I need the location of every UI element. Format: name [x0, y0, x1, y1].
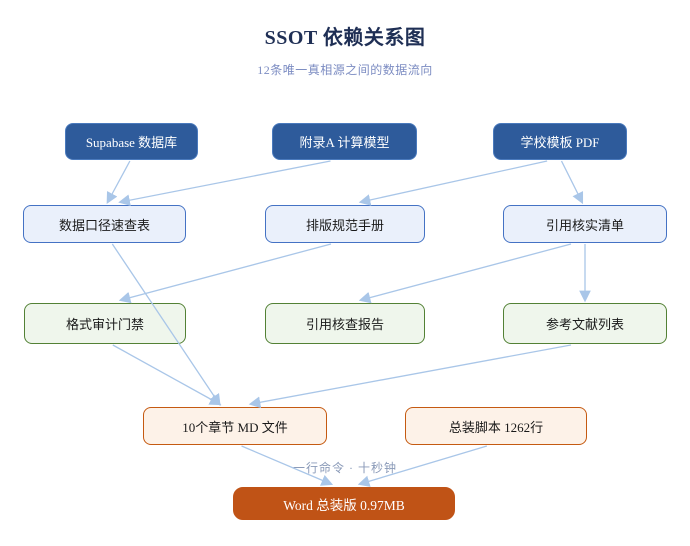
- edge-citation-verify-list-to-citation-check-report: [358, 243, 572, 304]
- page-title: SSOT 依赖关系图: [264, 27, 426, 49]
- edge-school-template-pdf-to-citation-verify-list: [560, 160, 584, 205]
- node-school-template-pdf: 学校模板 PDF: [493, 123, 627, 160]
- page-subtitle: 12条唯一真相源之间的数据流向: [257, 63, 433, 77]
- edge-appendix-a-model-to-data-caliber-sheet: [118, 160, 331, 206]
- node-supabase-db: Supabase 数据库: [65, 123, 198, 160]
- node-chapter-md-files: 10个章节 MD 文件: [143, 407, 327, 445]
- edge-format-audit-gate-to-chapter-md-files: [112, 344, 222, 406]
- node-reference-list: 参考文献列表: [503, 303, 667, 344]
- node-data-caliber-sheet: 数据口径速查表: [23, 205, 186, 243]
- edge-reference-list-to-chapter-md-files: [248, 344, 572, 409]
- pipeline-note: 一行命令 · 十秒钟: [293, 461, 397, 475]
- edge-school-template-pdf-to-typesetting-manual: [358, 160, 548, 206]
- node-word-final: Word 总装版 0.97MB: [233, 487, 455, 520]
- node-format-audit-gate: 格式审计门禁: [24, 303, 186, 344]
- edge-typesetting-manual-to-format-audit-gate: [118, 243, 332, 304]
- edge-supabase-db-to-data-caliber-sheet: [106, 160, 131, 205]
- node-typesetting-manual: 排版规范手册: [265, 205, 425, 243]
- node-assembly-script: 总装脚本 1262行: [405, 407, 587, 445]
- node-appendix-a-model: 附录A 计算模型: [272, 123, 417, 160]
- node-citation-verify-list: 引用核实清单: [503, 205, 667, 243]
- node-citation-check-report: 引用核查报告: [265, 303, 425, 344]
